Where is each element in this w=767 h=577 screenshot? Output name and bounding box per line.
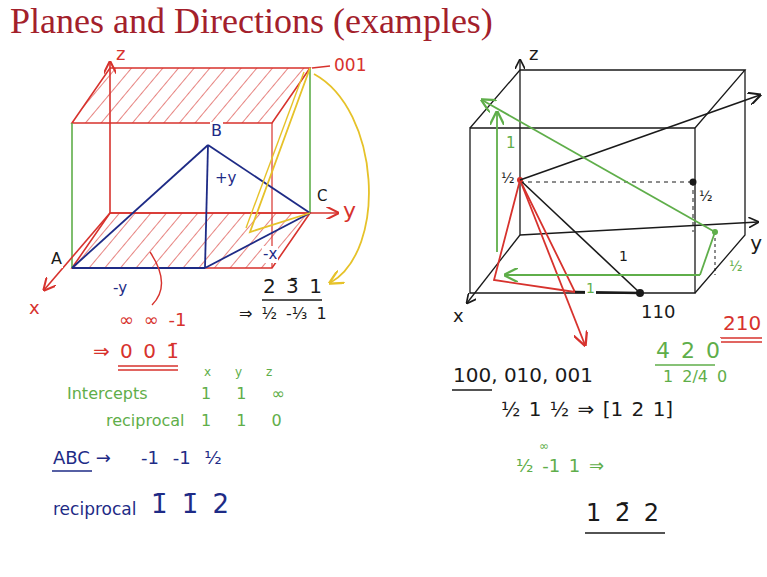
plane-edge: [208, 145, 310, 213]
handwritten-label: 2 3̄ 1: [262, 275, 323, 298]
underline: [118, 365, 178, 366]
handwritten-label: reciprocal: [52, 500, 137, 520]
intercept-arrow: [505, 274, 700, 276]
shifted-axis: [205, 145, 208, 268]
handwritten-label: A: [50, 250, 63, 268]
handwritten-label: z: [115, 44, 126, 65]
z-axis: [109, 62, 111, 213]
handwritten-label: -y: [112, 280, 128, 297]
handwritten-label: 1 1 0: [200, 412, 283, 430]
direction-arrow: [520, 180, 585, 345]
underline: [118, 369, 178, 370]
handwritten-label: 1 2/4 0: [662, 368, 728, 386]
top-face-plane: [72, 68, 310, 123]
underline: [452, 389, 492, 391]
direction-arrow: [482, 100, 715, 232]
handwritten-label: x: [203, 366, 212, 380]
cube-front-face: [470, 128, 695, 293]
handwritten-label: ⇒ ½ -⅓ 1: [238, 305, 328, 323]
cube-edge: [71, 123, 73, 268]
handwritten-label: B: [210, 122, 223, 140]
handwritten-label: y: [749, 232, 763, 255]
handwritten-label: Intercepts: [66, 385, 149, 403]
handwritten-label: ABC →: [52, 448, 112, 469]
underline: [720, 337, 762, 339]
handwritten-label: z: [528, 44, 539, 65]
direction-arrow: [520, 95, 760, 180]
handwritten-label: 1: [585, 280, 596, 296]
handwritten-label: 001: [333, 56, 367, 76]
slide-title: Planes and Directions (examples): [10, 0, 493, 42]
x-axis: [467, 235, 520, 303]
handwritten-label: 1: [618, 248, 629, 264]
underline: [720, 341, 762, 343]
plane-edge: [250, 68, 310, 232]
plane-edge: [246, 72, 304, 228]
handwritten-label: 1 2̄ 2: [585, 500, 660, 528]
handwritten-label: x: [28, 298, 41, 319]
x-axis: [44, 213, 110, 290]
handwritten-label: C: [316, 188, 328, 205]
plane-edge: [72, 145, 208, 268]
underline: [655, 364, 715, 366]
handwritten-label: 100, 010, 001: [452, 364, 594, 387]
dashed-guide: [520, 182, 693, 183]
plane-edge: [520, 180, 640, 293]
handwritten-label: y: [234, 366, 243, 380]
intercept-line: [700, 232, 715, 275]
intercept-arrow: [496, 112, 498, 252]
pointer-arrow: [314, 74, 369, 283]
underline: [52, 470, 92, 471]
handwritten-label: -x: [262, 246, 278, 263]
cube-edge: [309, 68, 311, 213]
handwritten-label: y: [342, 198, 357, 223]
handwritten-label: z: [265, 366, 273, 380]
y-axis: [520, 222, 758, 235]
handwritten-label: ∞ ∞ -1: [118, 310, 187, 331]
handwritten-label: ½ 1 ½ ⇒ [1 2 1]: [500, 398, 674, 421]
underline: [262, 299, 322, 300]
point-dot: [636, 289, 644, 297]
leader-line: [312, 66, 330, 68]
plane-edge: [72, 267, 205, 269]
handwritten-label: 1: [505, 135, 517, 152]
handwritten-label: 110: [640, 302, 676, 323]
handwritten-label: ½: [698, 188, 714, 204]
point-dot: [712, 229, 718, 235]
handwritten-label: -1 -1 ½: [140, 448, 223, 469]
underline: [585, 532, 665, 534]
handwritten-label: reciprocal: [105, 412, 186, 430]
handwritten-label: ½: [500, 170, 516, 186]
z-axis: [519, 60, 520, 235]
handwritten-label: ½ -1 1 ⇒: [515, 456, 605, 477]
handwritten-label: ∞: [538, 440, 550, 454]
handwritten-label: 1 1 ∞: [200, 385, 286, 403]
handwritten-label: +y: [214, 170, 237, 187]
leader-line: [150, 252, 162, 305]
bottom-face-plane: [72, 213, 310, 268]
dashed-guide: [715, 232, 716, 275]
handwritten-label: 210: [722, 312, 762, 335]
handwritten-label: x: [452, 306, 465, 327]
handwritten-label: ½: [728, 258, 744, 274]
handwritten-label: 1̄ 1̄ 2: [150, 490, 230, 520]
handwritten-label: ⇒ 0 0 1̄: [92, 340, 180, 363]
cube-top-face: [470, 70, 745, 128]
handwritten-label: 4 2 0: [655, 338, 721, 363]
dashed-guide: [693, 182, 694, 232]
plane-edge: [205, 213, 310, 268]
y-axis: [110, 212, 338, 214]
point-dot: [690, 179, 697, 186]
